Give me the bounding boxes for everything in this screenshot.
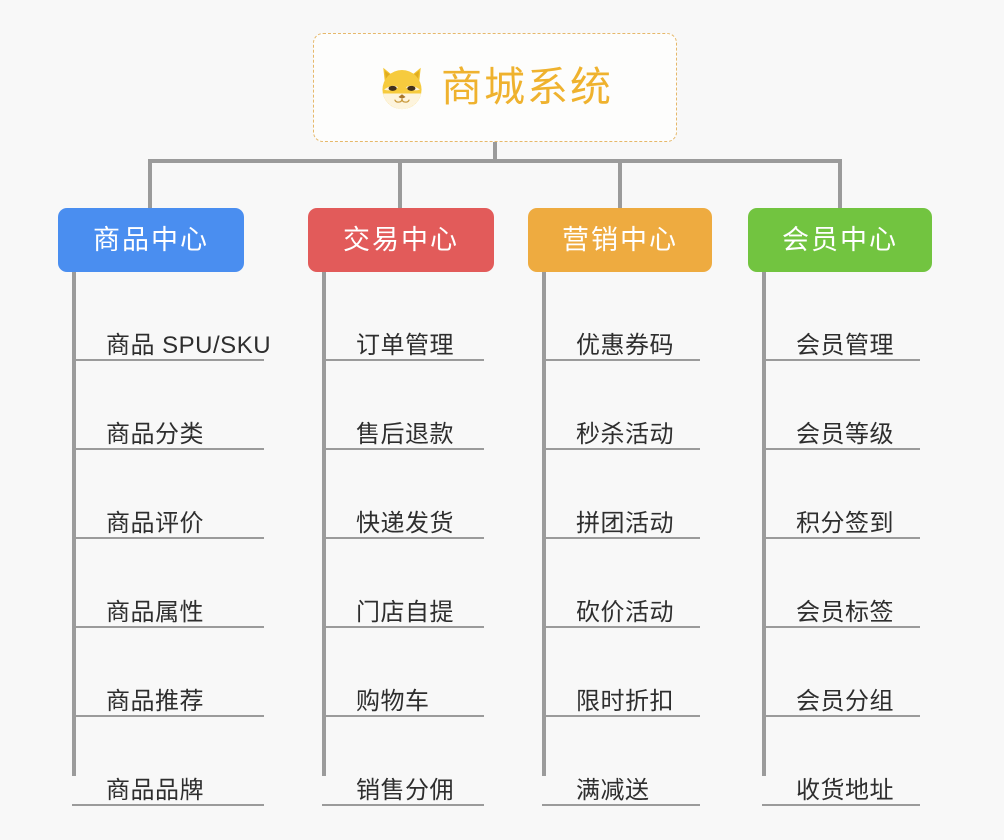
root-title: 商城系统 [441, 64, 613, 110]
leaf-label: 优惠券码 [576, 331, 674, 359]
branch-column-member: 会员中心 会员管理 会员等级 积分签到 会员标签 会员分组 收货地址 [748, 208, 948, 806]
leaf-label: 订单管理 [356, 331, 454, 359]
list-item[interactable]: 售后退款 [322, 361, 484, 450]
category-box-trade[interactable]: 交易中心 [308, 208, 494, 272]
list-item[interactable]: 购物车 [322, 628, 484, 717]
leaf-label: 限时折扣 [576, 687, 674, 715]
leaf-label: 砍价活动 [576, 598, 674, 626]
leaf-label: 会员标签 [796, 598, 894, 626]
leaf-label: 销售分佣 [356, 776, 454, 804]
leaf-label: 购物车 [356, 687, 430, 715]
leaf-label: 商品品牌 [106, 776, 204, 804]
connector-root-stem [493, 142, 497, 163]
leaf-label: 收货地址 [796, 776, 894, 804]
category-box-product[interactable]: 商品中心 [58, 208, 244, 272]
leaf-list-marketing: 优惠券码 秒杀活动 拼团活动 砍价活动 限时折扣 满减送 [542, 272, 728, 806]
list-item[interactable]: 满减送 [542, 717, 700, 806]
list-item[interactable]: 快递发货 [322, 450, 484, 539]
connector-drop-2 [398, 159, 402, 208]
leaf-label: 商品评价 [106, 509, 204, 537]
leaf-list-member: 会员管理 会员等级 积分签到 会员标签 会员分组 收货地址 [762, 272, 948, 806]
leaf-spine [762, 272, 766, 776]
leaf-label: 商品 SPU/SKU [106, 331, 272, 359]
list-item[interactable]: 限时折扣 [542, 628, 700, 717]
leaf-list-product: 商品 SPU/SKU 商品分类 商品评价 商品属性 商品推荐 商品品牌 [72, 272, 271, 806]
leaf-label: 快递发货 [356, 509, 454, 537]
list-item[interactable]: 商品评价 [72, 450, 264, 539]
category-box-marketing[interactable]: 营销中心 [528, 208, 712, 272]
leaf-list-trade: 订单管理 售后退款 快递发货 门店自提 购物车 销售分佣 [322, 272, 508, 806]
list-item[interactable]: 秒杀活动 [542, 361, 700, 450]
list-item[interactable]: 商品属性 [72, 539, 264, 628]
list-item[interactable]: 门店自提 [322, 539, 484, 628]
leaf-label: 商品属性 [106, 598, 204, 626]
list-item[interactable]: 会员等级 [762, 361, 920, 450]
list-item[interactable]: 销售分佣 [322, 717, 484, 806]
list-item[interactable]: 会员标签 [762, 539, 920, 628]
list-item[interactable]: 砍价活动 [542, 539, 700, 628]
root-node[interactable]: 商城系统 [313, 33, 677, 142]
leaf-label: 会员管理 [796, 331, 894, 359]
list-item[interactable]: 会员分组 [762, 628, 920, 717]
list-item[interactable]: 收货地址 [762, 717, 920, 806]
connector-horizontal-bus [148, 159, 842, 163]
connector-drop-4 [838, 159, 842, 208]
list-item[interactable]: 订单管理 [322, 272, 484, 361]
list-item[interactable]: 优惠券码 [542, 272, 700, 361]
leaf-spine [72, 272, 76, 776]
leaf-label: 会员等级 [796, 420, 894, 448]
category-label: 会员中心 [782, 224, 898, 255]
list-item[interactable]: 商品分类 [72, 361, 264, 450]
connector-drop-3 [618, 159, 622, 208]
list-item[interactable]: 会员管理 [762, 272, 920, 361]
category-label: 交易中心 [343, 224, 459, 255]
leaf-label: 售后退款 [356, 420, 454, 448]
category-box-member[interactable]: 会员中心 [748, 208, 932, 272]
leaf-label: 门店自提 [356, 598, 454, 626]
branch-column-product: 商品中心 商品 SPU/SKU 商品分类 商品评价 商品属性 商品推荐 商品品牌 [58, 208, 271, 806]
category-label: 商品中心 [93, 224, 209, 255]
leaf-label: 拼团活动 [576, 509, 674, 537]
list-item[interactable]: 商品 SPU/SKU [72, 272, 271, 361]
category-label: 营销中心 [562, 224, 678, 255]
list-item[interactable]: 商品品牌 [72, 717, 264, 806]
list-item[interactable]: 积分签到 [762, 450, 920, 539]
leaf-label: 商品推荐 [106, 687, 204, 715]
list-item[interactable]: 拼团活动 [542, 450, 700, 539]
branch-column-marketing: 营销中心 优惠券码 秒杀活动 拼团活动 砍价活动 限时折扣 满减送 [528, 208, 728, 806]
leaf-spine [542, 272, 546, 776]
leaf-label: 商品分类 [106, 420, 204, 448]
connector-drop-1 [148, 159, 152, 208]
leaf-spine [322, 272, 326, 776]
list-item[interactable]: 商品推荐 [72, 628, 264, 717]
leaf-label: 积分签到 [796, 509, 894, 537]
shiba-dog-icon [382, 67, 422, 109]
leaf-label: 会员分组 [796, 687, 894, 715]
branch-column-trade: 交易中心 订单管理 售后退款 快递发货 门店自提 购物车 销售分佣 [308, 208, 508, 806]
leaf-label: 满减送 [576, 776, 650, 804]
leaf-label: 秒杀活动 [576, 420, 674, 448]
